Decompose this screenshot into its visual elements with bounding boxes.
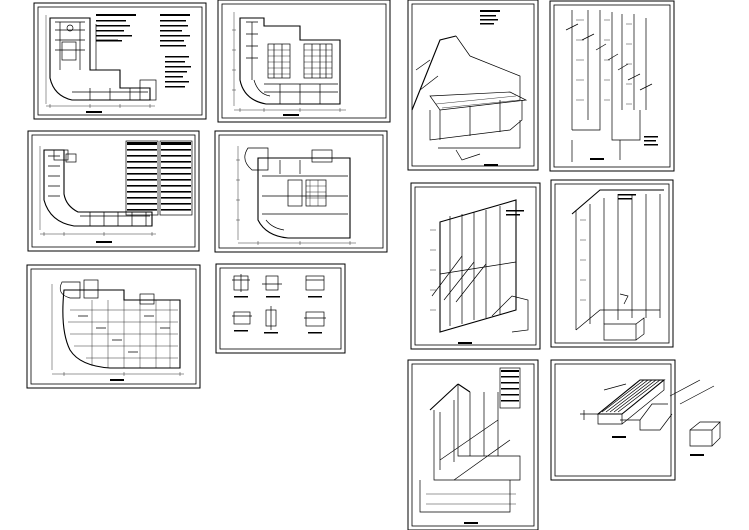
dimension-lines (45, 15, 155, 108)
detail-2 (262, 275, 282, 298)
isometric-pump-room-drawing (550, 359, 721, 481)
drawing-title-mark (464, 522, 478, 524)
dimension-lines (51, 284, 184, 376)
detail-sections-drawing (215, 263, 346, 354)
drawing-title-mark (110, 379, 124, 381)
building-outline (43, 149, 153, 227)
legend-block (618, 194, 636, 200)
building-outline (244, 147, 351, 239)
plan-roof-drawing (214, 130, 388, 253)
pipe-network (430, 199, 529, 333)
drawing-title-mark (458, 342, 472, 344)
dimension-lines (39, 146, 156, 236)
plan-basement-drawing (26, 264, 201, 389)
legend-block (506, 210, 524, 216)
drawing-title-mark (86, 111, 102, 113)
notes-block (96, 14, 191, 88)
riser-diagram-a-drawing (549, 0, 675, 172)
detail-3 (305, 275, 325, 298)
pipe-network (419, 383, 521, 513)
building-outline (59, 279, 181, 369)
drawing-title-mark (612, 436, 626, 438)
schedule-table-right (159, 140, 193, 216)
drawing-title-mark (283, 114, 299, 116)
drawing-title-mark-secondary (690, 454, 704, 456)
detail-6 (304, 311, 326, 334)
schedule-table-left (125, 140, 159, 216)
plan-first-floor-drawing (217, 0, 391, 123)
drawing-title-mark (484, 164, 498, 166)
plan-standard-floor-with-tables-drawing (27, 130, 200, 252)
dimension-lines (236, 146, 356, 245)
tank-and-pipes (580, 379, 721, 447)
detail-4 (232, 311, 252, 332)
legend-block (644, 136, 658, 146)
dimension-lines (232, 12, 346, 112)
isometric-water-supply-drawing (407, 0, 539, 171)
plan-ground-floor-drawing (33, 2, 207, 120)
drawing-title-mark (96, 241, 112, 243)
pipe-network (411, 35, 528, 161)
isometric-drainage-drawing (410, 182, 541, 350)
building-outline (239, 17, 341, 105)
detail-1 (232, 274, 250, 298)
legend-table (499, 367, 521, 409)
drawing-title-mark (590, 158, 604, 160)
riser-diagram-b-drawing (550, 179, 674, 348)
legend-block (480, 10, 500, 25)
riser-lines (571, 189, 664, 341)
riser-lines (565, 10, 653, 162)
detail-5 (264, 306, 278, 334)
isometric-fire-system-drawing (407, 359, 539, 530)
